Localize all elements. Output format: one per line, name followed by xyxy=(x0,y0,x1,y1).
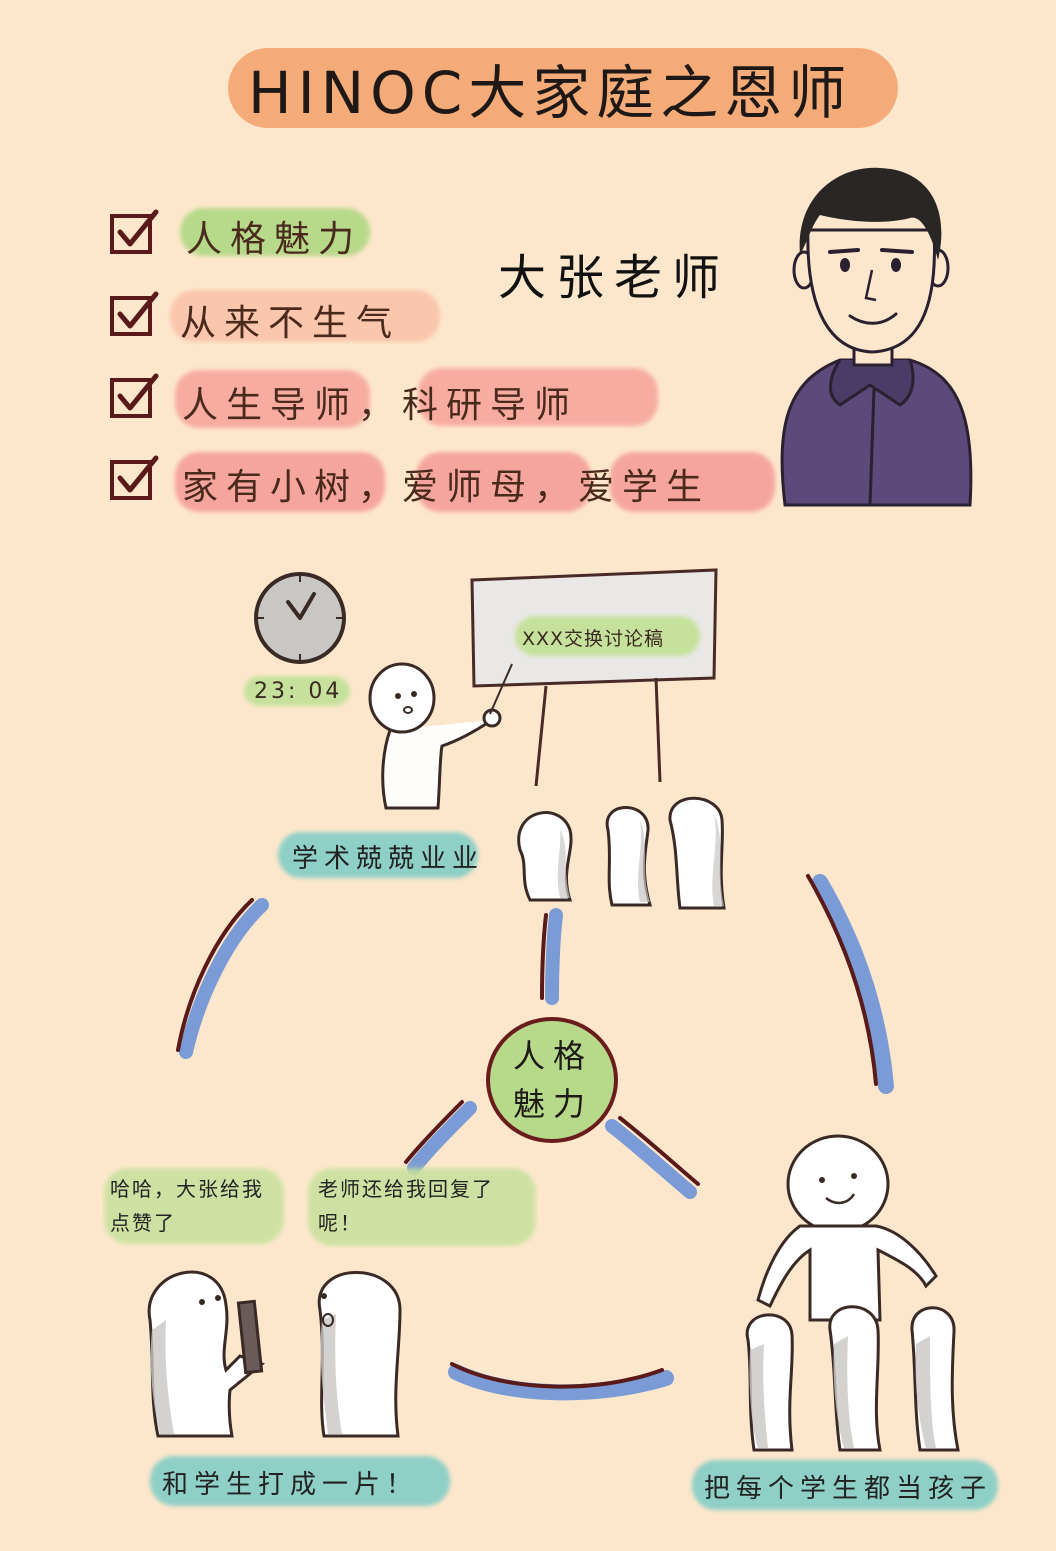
highlight-pink xyxy=(170,290,440,342)
highlight-pink xyxy=(416,452,591,512)
highlight-green xyxy=(308,1168,536,1246)
highlight-green xyxy=(244,676,350,706)
highlight-teal xyxy=(278,832,478,878)
students-group-top xyxy=(517,796,726,910)
checklist-item: 从来不生气 xyxy=(180,303,401,344)
checklist-item: 家有小树，爱师母，爱学生 xyxy=(182,467,711,508)
teacher-with-children xyxy=(745,1134,960,1452)
checkbox-checked-icon xyxy=(110,455,159,500)
center-circle xyxy=(486,1017,618,1143)
label-bottom-left: 和学生打成一片！ xyxy=(162,1470,419,1500)
highlight-teal xyxy=(150,1456,450,1506)
page-title: HINOC大家庭之恩师 xyxy=(248,59,853,127)
highlight-pink xyxy=(610,452,775,512)
bubble-left: 哈哈，大张给我点赞了 xyxy=(110,1177,264,1235)
highlight-teal xyxy=(692,1460,998,1510)
teacher-portrait xyxy=(780,167,973,507)
highlight-green xyxy=(180,208,370,256)
checkbox-checked-icon xyxy=(110,373,159,418)
bubble-right: 老师还给我回复了呢！ xyxy=(318,1177,494,1235)
checklist-item: 人生导师，科研导师 xyxy=(182,385,579,426)
clock-time: 23: 04 xyxy=(254,679,343,704)
checkbox-checked-icon xyxy=(110,291,159,336)
highlight-pink xyxy=(175,370,370,428)
highlight-pink xyxy=(418,368,658,426)
students-with-phone xyxy=(147,1270,402,1438)
board-text: XXX交换讨论稿 xyxy=(522,628,665,650)
highlight-pink xyxy=(175,452,385,512)
title-highlight xyxy=(228,48,898,128)
presenter-figure xyxy=(368,662,513,810)
highlight-green xyxy=(104,1168,284,1244)
checklist-item: 人格魅力 xyxy=(186,219,363,260)
label-academic: 学术兢兢业业 xyxy=(292,844,485,874)
teacher-name: 大张老师 xyxy=(498,250,731,306)
center-label: 人格魅力 xyxy=(512,1037,593,1123)
highlight-green xyxy=(515,616,700,656)
label-bottom-right: 把每个学生都当孩子 xyxy=(704,1474,993,1504)
clock-icon xyxy=(254,572,346,664)
checkbox-checked-icon xyxy=(110,209,159,254)
